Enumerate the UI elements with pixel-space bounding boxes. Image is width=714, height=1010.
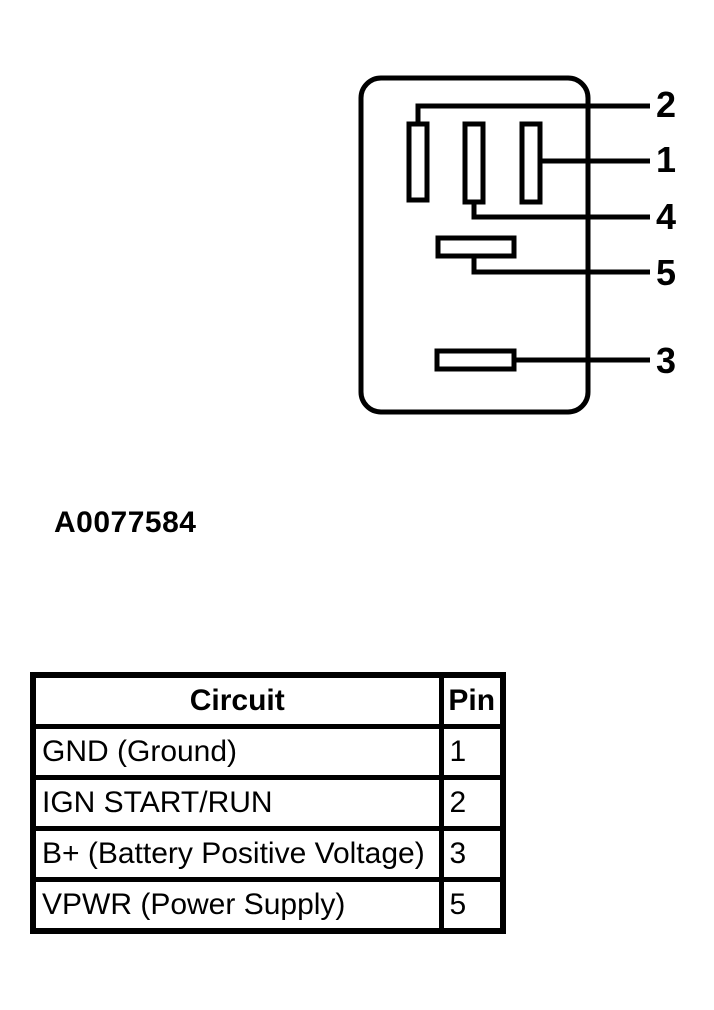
circuit-cell: GND (Ground) xyxy=(30,724,444,780)
figure-code: A0077584 xyxy=(54,506,197,539)
pin-5-terminal xyxy=(435,235,517,259)
pin-cell: 3 xyxy=(438,826,506,882)
table-header-row: Circuit Pin xyxy=(30,672,506,729)
pin-5-leader-line xyxy=(471,255,650,275)
pin-cell: 5 xyxy=(438,877,506,934)
table-row: IGN START/RUN 2 xyxy=(30,775,506,831)
pin-4-terminal xyxy=(462,121,486,205)
pin-1-terminal xyxy=(519,121,543,205)
pin-4-leader-line xyxy=(471,200,650,220)
table-header-circuit: Circuit xyxy=(30,672,444,729)
circuit-cell: B+ (Battery Positive Voltage) xyxy=(30,826,444,882)
circuit-cell: VPWR (Power Supply) xyxy=(30,877,444,934)
table-row: VPWR (Power Supply) 5 xyxy=(30,877,506,934)
table-header-pin: Pin xyxy=(438,672,506,729)
connector-pinout-diagram: 2 1 4 5 3 xyxy=(358,75,676,415)
pin-cell: 1 xyxy=(438,724,506,780)
circuit-cell: IGN START/RUN xyxy=(30,775,444,831)
pin-5-label: 5 xyxy=(656,252,676,293)
pin-1-label: 1 xyxy=(656,139,676,180)
circuit-pin-table: Circuit Pin GND (Ground) 1 IGN START/RUN… xyxy=(30,672,506,934)
pin-cell: 2 xyxy=(438,775,506,831)
table-row: GND (Ground) 1 xyxy=(30,724,506,780)
pin-3-terminal xyxy=(434,348,517,372)
pin-2-terminal xyxy=(406,121,430,203)
pin-3-label: 3 xyxy=(656,340,676,381)
pin-2-leader-line xyxy=(415,103,650,126)
table-row: B+ (Battery Positive Voltage) 3 xyxy=(30,826,506,882)
pin-4-label: 4 xyxy=(656,196,676,237)
pin-2-label: 2 xyxy=(656,84,676,125)
